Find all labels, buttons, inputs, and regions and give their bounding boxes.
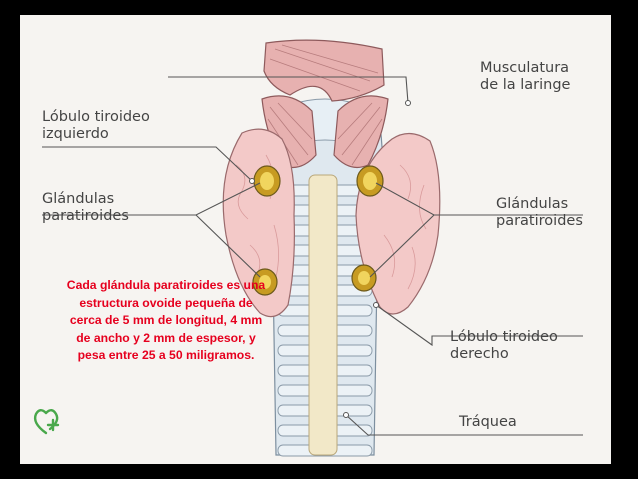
parathyroid-gland-lower-right (351, 264, 377, 292)
parathyroid-gland-upper-right (356, 165, 384, 197)
caption: Cada glándula paratiroides es una estruc… (66, 278, 266, 363)
label-musculatura: Musculatura de la laringe (480, 60, 571, 93)
label-glandulas-izquierda: Glándulas paratiroides (42, 191, 129, 224)
label-lobulo-izquierdo: Lóbulo tiroideo izquierdo (42, 109, 150, 142)
heart-plus-icon (33, 409, 60, 435)
larynx-muscles (261, 39, 389, 168)
label-traquea: Tráquea (459, 414, 517, 430)
trachea-posterior-strip (308, 174, 338, 456)
slide: Musculatura de la laringe Lóbulo tiroide… (20, 15, 611, 464)
label-glandulas-derecha: Glándulas paratiroides (496, 196, 583, 229)
parathyroid-gland-upper-left (253, 165, 281, 197)
label-lobulo-derecho: Lóbulo tiroideo derecho (450, 329, 558, 362)
parathyroid-diagram (33, 39, 583, 457)
leader-lines (42, 76, 583, 436)
